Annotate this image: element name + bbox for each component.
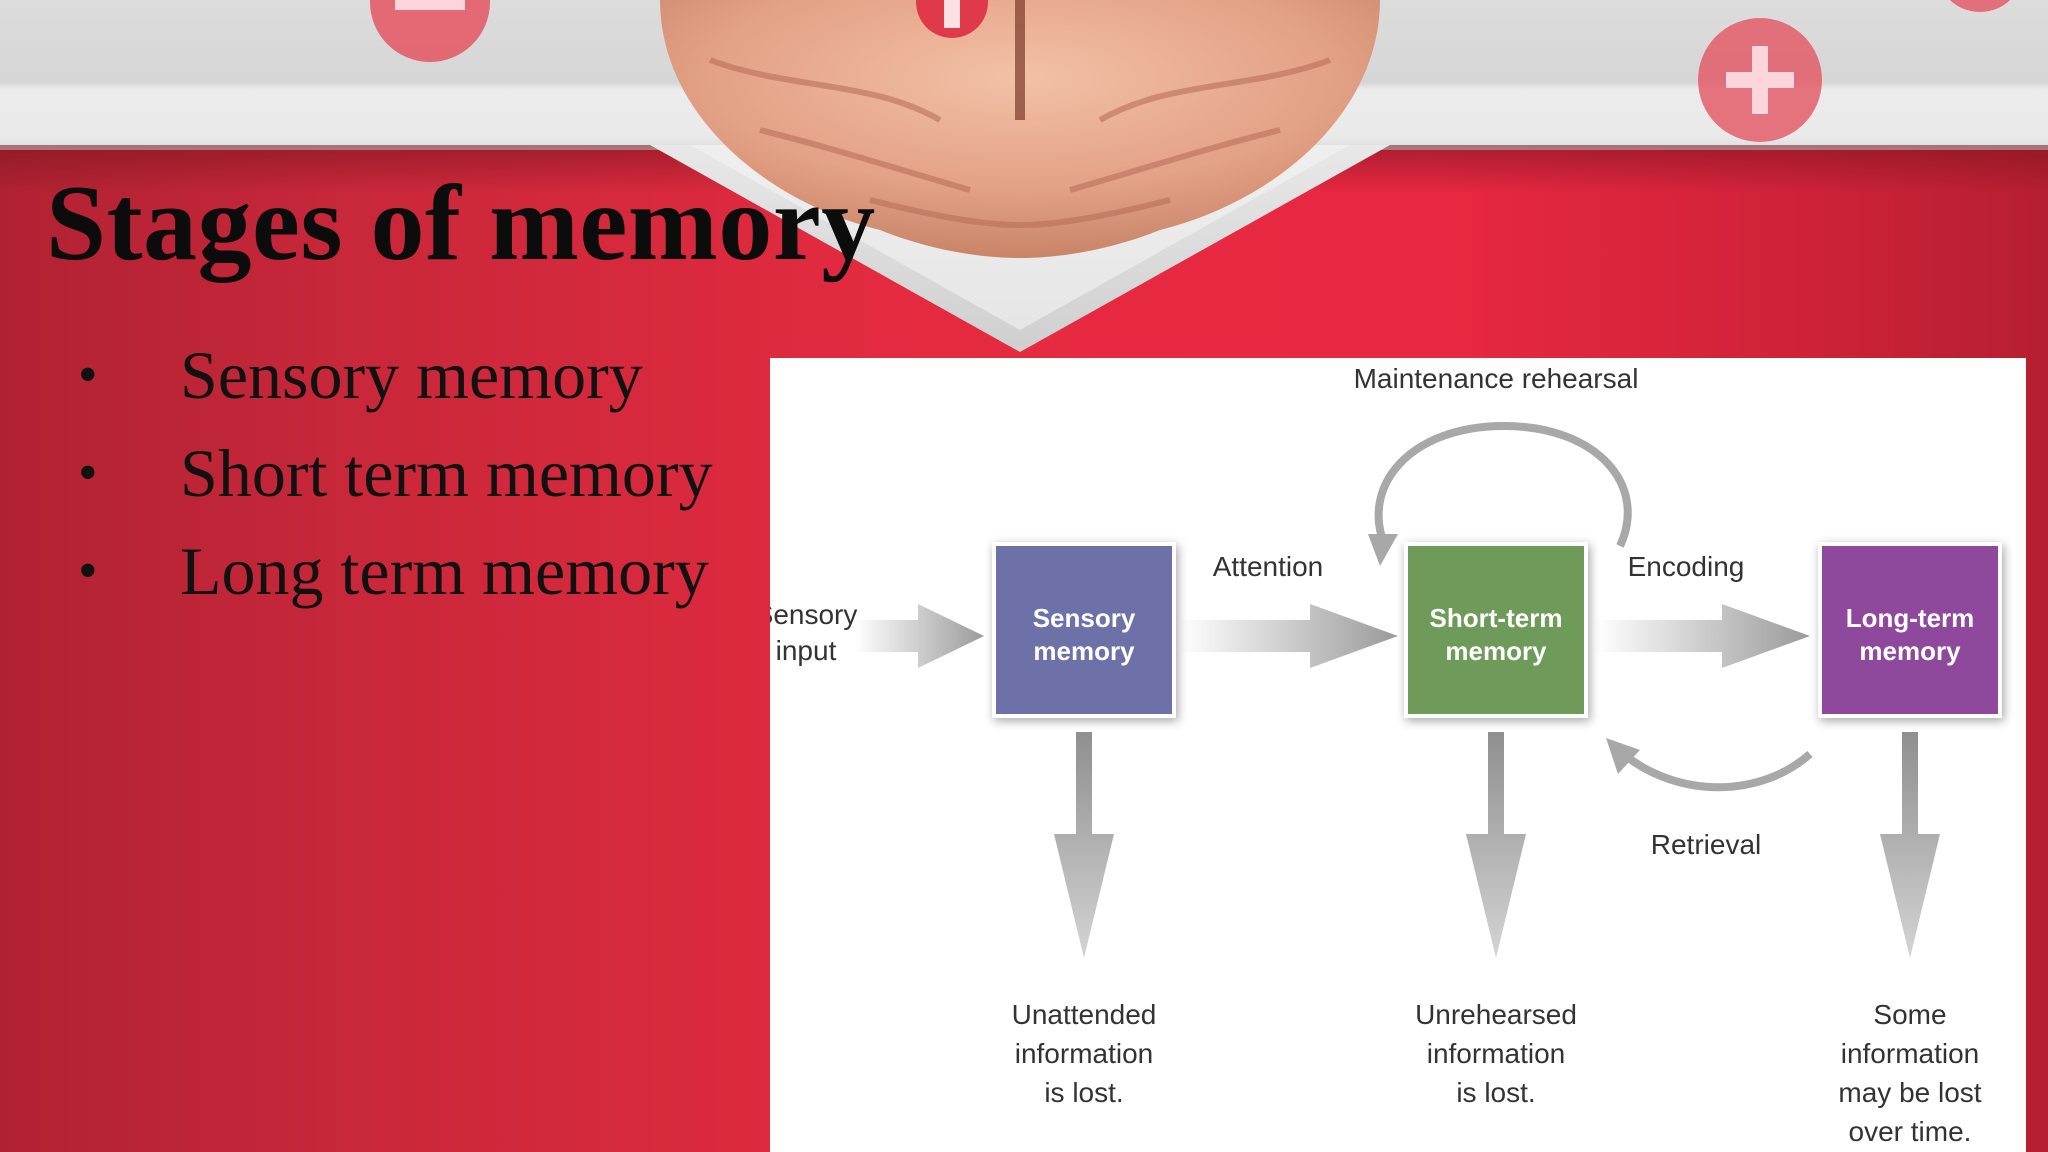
memory-diagram: Sensory memory Short-term memory Long-te… (755, 358, 2026, 1152)
brain-folds (708, 57, 1332, 229)
bullet-icon: • (78, 344, 98, 406)
bullet-item: • Sensory memory (0, 330, 720, 420)
arrow-attention (1180, 604, 1398, 668)
bullet-text: Short term memory (180, 435, 713, 511)
long-term-outcome-line2: information (1841, 1038, 1980, 1069)
sensory-memory-fill (996, 546, 1172, 714)
plus-circle-left (370, 0, 490, 62)
bullet-icon: • (78, 540, 98, 602)
brain-plus-mark (944, 0, 960, 28)
short-term-box-label-line2: memory (1445, 636, 1547, 666)
long-term-box-label-line2: memory (1859, 636, 1961, 666)
long-term-outcome-line4: over time. (1849, 1116, 1972, 1147)
retrieval-label: Retrieval (1651, 829, 1761, 860)
arrow-sensory-loss (1054, 732, 1114, 958)
slide-title: Stages of memory (46, 164, 876, 283)
short-term-outcome-line1: Unrehearsed (1415, 999, 1577, 1030)
long-term-memory-fill (1822, 546, 1998, 714)
short-term-outcome-line3: is lost. (1456, 1077, 1535, 1108)
short-term-memory-fill (1408, 546, 1584, 714)
arrow-long-term-loss (1880, 732, 1940, 958)
plus-circle-corner (1949, 0, 2011, 12)
sensory-input-label-line2: input (776, 635, 837, 666)
long-term-memory-box (1818, 542, 2002, 718)
brain-image (660, 0, 1380, 258)
attention-label: Attention (1213, 551, 1324, 582)
sensory-outcome-line1: Unattended (1012, 999, 1157, 1030)
sensory-outcome-line2: information (1015, 1038, 1154, 1069)
sensory-box-label-line1: Sensory (1033, 603, 1136, 633)
long-term-outcome-line3: may be lost (1838, 1077, 1981, 1108)
arrow-retrieval (1606, 738, 1813, 792)
bullet-item: • Long term memory (0, 526, 720, 616)
short-term-box-label-line1: Short-term (1430, 603, 1563, 633)
bullet-icon: • (78, 442, 98, 504)
sensory-input-label-line1: Sensory (770, 599, 857, 630)
bullet-item: • Short term memory (0, 428, 720, 518)
sensory-outcome-line3: is lost. (1044, 1077, 1123, 1108)
encoding-label: Encoding (1628, 551, 1745, 582)
bullet-text: Sensory memory (180, 337, 643, 413)
arrow-maintenance-loop (1368, 421, 1632, 566)
brain-shape (660, 0, 1380, 258)
long-term-box-label-line1: Long-term (1846, 603, 1975, 633)
short-term-outcome-line2: information (1427, 1038, 1566, 1069)
maintenance-rehearsal-label: Maintenance rehearsal (1354, 363, 1639, 394)
plus-circle-right (1698, 18, 1822, 142)
sensory-box-label-line2: memory (1033, 636, 1135, 666)
arrow-encoding (1596, 604, 1810, 668)
memory-diagram-svg: Sensory memory Short-term memory Long-te… (755, 363, 2002, 1147)
arrow-short-term-loss (1466, 732, 1526, 958)
long-term-outcome-line1: Some (1873, 999, 1946, 1030)
bullet-text: Long term memory (180, 533, 709, 609)
sensory-memory-box (992, 542, 1176, 718)
short-term-memory-box (1404, 542, 1588, 718)
arrow-sensory-input (855, 604, 984, 668)
